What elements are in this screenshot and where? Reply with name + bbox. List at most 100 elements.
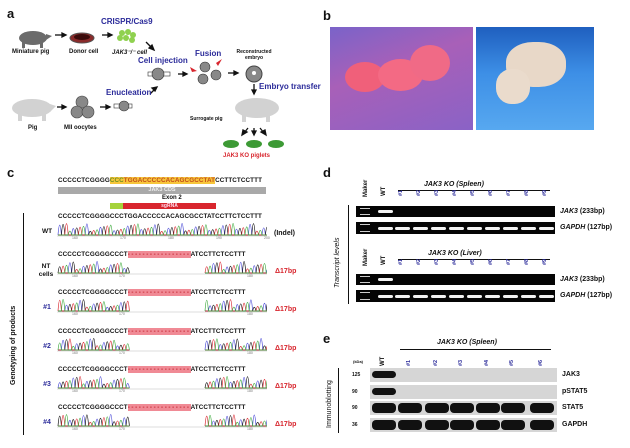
gel-band: [449, 226, 464, 230]
seq-left: CCCCCTCGGGGCCCT: [58, 404, 128, 411]
lane-label: #4: [452, 258, 458, 265]
axis-tick-label: 160: [72, 236, 78, 240]
deletion-region: -----------------: [127, 327, 191, 335]
mw-marker-label: 90: [352, 405, 358, 411]
lane-label: #1: [398, 258, 404, 265]
lane-label: #5: [470, 189, 476, 196]
seq-right: ATCCTTCTCCTTT: [190, 365, 246, 373]
jak3-gene-name: JAK3: [560, 275, 578, 283]
label-enucleation: Enucleation: [106, 88, 152, 97]
jak3-amplicon-size: (233bp): [579, 207, 605, 215]
reference-sequence: CCCCCTCGGGGCCCTGGACCCCCACAGCGCCTATCCTTCT…: [58, 177, 262, 184]
panel-label-b: b: [323, 8, 331, 23]
sgrna-bar: sgRNA: [123, 203, 216, 209]
gel-band: [485, 294, 500, 298]
surrogate-pig-icon: [235, 98, 279, 122]
reconstructed-embryo-icon: [245, 65, 263, 83]
lane-label: #3: [458, 359, 464, 366]
lane-label: #1: [398, 189, 404, 196]
label-fusion: Fusion: [195, 49, 222, 58]
protein-band: [501, 403, 525, 413]
sample-label: #4: [43, 419, 51, 426]
gel-band: [395, 294, 410, 298]
marker-ladder-band: [360, 208, 370, 215]
chromatogram-trace: [57, 413, 267, 428]
lane-label: #3: [434, 189, 440, 196]
axis-tick-label: 170: [119, 274, 125, 279]
axis-tick-label: 170: [119, 350, 125, 355]
seq-left: CCCCCTCGGGGCCCT: [58, 327, 128, 335]
cell-injection-pipette-icon: [147, 67, 171, 81]
pam-bar: [110, 203, 123, 209]
ko-group-line: [398, 190, 550, 191]
blot-protein-label: GAPDH: [562, 420, 588, 428]
panel-label-e: e: [323, 331, 331, 346]
gel-band: [378, 226, 393, 230]
gapdh-gel-label: GAPDH (127bp): [560, 224, 612, 231]
immunoblot-title: JAK3 KO (Spleen): [437, 339, 497, 346]
sample-label: #3: [43, 380, 51, 388]
axis-tick-label: 160: [72, 427, 78, 431]
photo-jak3-ko-piglet: [476, 27, 594, 130]
label-pig: Pig: [28, 125, 38, 131]
gel-band: [449, 294, 464, 298]
row-sequence: CCCCCTCGGGGCCCT-----------------ATCCTTCT…: [58, 404, 246, 411]
protein-band: [530, 419, 554, 430]
kda-label: (kDa): [353, 359, 364, 364]
axis-tick-label: 160: [72, 350, 78, 355]
axis-tick-label: 170: [120, 236, 126, 240]
gel-band: [467, 226, 482, 230]
lane-label: #2: [416, 258, 422, 265]
lane-label: #6: [488, 258, 494, 265]
deletion-region: -----------------: [127, 289, 191, 297]
piglet-shape: [410, 45, 450, 81]
blot-protein-label: JAK3: [562, 371, 580, 378]
seq-right: ATCCTTCTCCTTT: [190, 404, 246, 411]
axis-tick-label: 180: [247, 312, 253, 317]
lane-label: #8: [524, 189, 530, 196]
deletion-region: -----------------: [127, 251, 191, 259]
gel-title: JAK3 KO (Liver): [428, 250, 482, 257]
jak3-gel: [356, 206, 555, 217]
blot-strip: [370, 368, 557, 382]
seq-target: TGGACCCCCACAGCGCCTAT: [123, 177, 216, 184]
ko-group-line: [398, 259, 550, 260]
chromatogram-trace: [57, 375, 267, 390]
panel-label-c: c: [7, 165, 15, 180]
blot-protein-label: STAT5: [562, 404, 584, 411]
jak3-gel-label: JAK3 (233bp): [560, 208, 605, 215]
jak3-gel: [356, 274, 555, 285]
genotype-result: (Indel): [274, 230, 295, 237]
piglet-head-shape: [496, 69, 530, 104]
lane-label: #6: [488, 189, 494, 196]
gel-band: [521, 294, 536, 298]
protein-band: [398, 403, 422, 413]
row-sequence: CCCCCTCGGGGCCCTGGACCCCCACAGCGCCTATCCTTCT…: [58, 213, 262, 220]
marker-ladder-band: [360, 292, 370, 300]
chromatogram-trace: [57, 299, 267, 313]
seq-upstream: CCCCCTCGGGG: [58, 177, 110, 184]
mw-marker-label: 90: [352, 388, 358, 395]
axis-tick-label: 180: [168, 236, 174, 240]
protein-band: [501, 419, 525, 430]
gel-band: [395, 226, 410, 230]
gel-band: [431, 226, 446, 230]
axis-tick-label: 180: [247, 350, 253, 355]
label-crispr-cas9: CRISPR/Cas9: [101, 17, 153, 26]
wt-lane-label: WT: [381, 255, 387, 265]
protein-band: [425, 403, 449, 413]
genotype-result: Δ17bp: [275, 382, 297, 390]
jak3-cds-bar: JAK3 CDS: [58, 187, 266, 194]
axis-tick-label: 160: [72, 388, 78, 393]
lane-label: #7: [506, 258, 512, 265]
mw-marker-label: 36: [352, 421, 358, 428]
protein-band: [372, 403, 396, 413]
lane-label: #1: [406, 359, 412, 366]
label-donor-cell: Donor cell: [69, 49, 99, 55]
chromatogram-trace: [57, 337, 267, 351]
gel-band: [539, 294, 554, 298]
jak3-amplicon-size: (233bp): [579, 275, 605, 283]
mii-oocytes-icon: [70, 95, 95, 119]
seq-downstream: CCTTCTCCTTT: [215, 177, 263, 184]
lane-label: #9: [542, 189, 548, 196]
